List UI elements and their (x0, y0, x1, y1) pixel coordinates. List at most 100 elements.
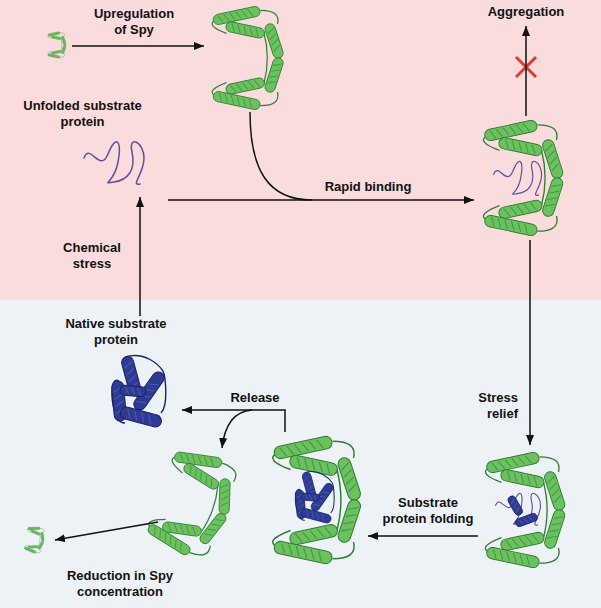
helix-turn (54, 33, 55, 35)
helix-turn (208, 478, 216, 487)
helix-turn (505, 552, 511, 561)
helix-turn (52, 36, 53, 38)
helix-turn (52, 52, 53, 54)
helix-turn (55, 55, 56, 57)
helix (219, 479, 230, 515)
helix-turn (254, 28, 260, 36)
helix-turn (517, 142, 523, 151)
helix-turn (530, 145, 536, 154)
step-label: Stress relief (462, 390, 518, 422)
helix-body (28, 545, 38, 548)
helix-turn (518, 555, 524, 564)
helix-turn (517, 205, 523, 214)
helix-turn (523, 123, 529, 132)
helix-turn (510, 141, 516, 150)
helix-turn (185, 454, 190, 462)
helix-turn (230, 84, 236, 92)
helix-turn (187, 465, 195, 474)
helix (120, 385, 147, 397)
helix-turn (62, 39, 64, 41)
helix-turn (248, 27, 254, 35)
spy-released (143, 442, 247, 565)
helix-turn (492, 462, 498, 471)
helix-turn (547, 534, 557, 541)
helix-turn (52, 55, 53, 57)
helix-turn (316, 439, 323, 449)
helix (486, 546, 540, 568)
helix-turn (35, 531, 37, 533)
helix-turn (506, 471, 512, 480)
helix-turn (547, 195, 557, 202)
helix-turn (33, 550, 35, 552)
helix (500, 531, 545, 551)
helix-turn (137, 388, 142, 395)
helix-turn (269, 73, 278, 79)
helix-turn (550, 489, 560, 496)
protein-loop (543, 482, 547, 539)
protein-loop (40, 528, 45, 532)
helix-turn (268, 34, 277, 40)
helix-turn (63, 42, 65, 44)
helix-turn (552, 182, 562, 189)
helix-body (541, 176, 564, 217)
helix-turn (519, 519, 524, 525)
helix-turn (191, 527, 196, 535)
helix-turn (224, 14, 230, 22)
helix-turn (317, 462, 324, 472)
helix-turn (272, 45, 281, 51)
protein-loop (333, 542, 355, 559)
helix (198, 511, 228, 545)
helix-turn (287, 445, 294, 455)
helix-turn (526, 475, 532, 484)
helix-turn (172, 540, 180, 549)
helix-turn (57, 51, 58, 53)
helix-turn (548, 483, 558, 490)
helix-body (486, 451, 540, 473)
helix (28, 545, 38, 548)
step-label: Reduction in Spy concentration (55, 568, 185, 600)
helix-turn (549, 527, 559, 534)
helix (28, 527, 40, 530)
helix-turn (525, 556, 531, 565)
helix-body (336, 498, 362, 544)
helix-body (61, 36, 66, 46)
helix-turn (309, 549, 316, 559)
helix-turn (551, 164, 561, 171)
helix-turn (54, 55, 55, 57)
protein-loop (540, 548, 560, 563)
helix-turn (51, 33, 52, 35)
helix-turn (271, 68, 280, 74)
helix-turn (54, 36, 55, 38)
state-label: Native substrate protein (55, 316, 177, 348)
helix-turn (313, 502, 320, 509)
helix-turn (526, 535, 532, 544)
helix-turn (295, 533, 302, 543)
helix-body (500, 531, 545, 551)
helix-turn (306, 486, 313, 491)
helix-turn (29, 546, 30, 548)
helix-turn (496, 218, 502, 227)
helix (264, 22, 285, 59)
helix-body (30, 529, 40, 535)
helix-turn (325, 463, 332, 473)
helix-turn (546, 151, 556, 158)
helix-turn (62, 37, 64, 39)
helix-turn (510, 206, 516, 215)
helix-turn (519, 537, 525, 546)
spy-complex-native (273, 435, 362, 565)
helix-turn (490, 130, 496, 139)
helix (273, 435, 333, 460)
helix-body (301, 508, 332, 524)
helix-turn (221, 496, 229, 500)
relief-background (0, 300, 601, 608)
helix-turn (167, 536, 175, 545)
helix-turn (221, 490, 229, 494)
protein-loop (36, 549, 41, 553)
helix-turn (35, 527, 36, 529)
helix-turn (139, 412, 146, 422)
helix (289, 454, 339, 476)
helix-turn (29, 528, 30, 530)
helix-body (146, 523, 192, 557)
helix-turn (280, 543, 287, 553)
